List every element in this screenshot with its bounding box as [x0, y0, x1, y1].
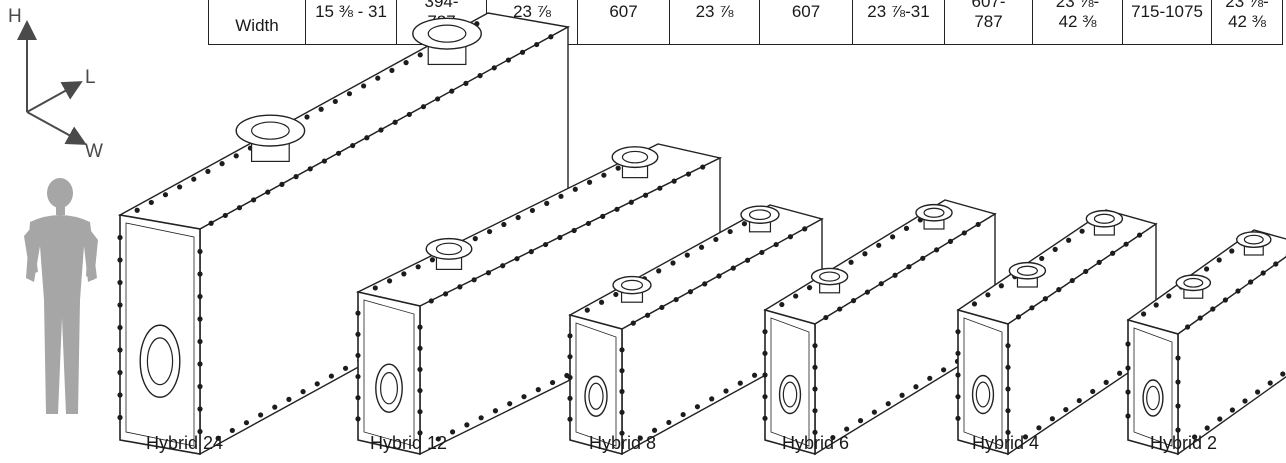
- model-caption: Hybrid 8: [589, 433, 657, 453]
- table-cell: 23 ⅞-42 ⅜: [1032, 0, 1123, 45]
- model-caption: Hybrid 12: [370, 433, 448, 453]
- w-axis-arrow: [26, 111, 87, 145]
- table-cell: 15 ⅜ - 31: [305, 0, 397, 45]
- heat-exchanger-unit: [117, 12, 571, 456]
- model-caption: Hybrid 6: [782, 433, 850, 453]
- model-caption: Hybrid 4: [972, 433, 1040, 453]
- l-axis-label: L: [85, 67, 96, 88]
- table-cell: 23 ⅞: [669, 0, 760, 45]
- model-caption: Hybrid 24: [146, 433, 224, 453]
- heat-exchanger-group: [117, 12, 1286, 456]
- l-axis-arrow: [26, 81, 83, 113]
- table-cell: 607: [759, 0, 853, 45]
- orientation-axes: [17, 20, 87, 145]
- heat-exchanger-unit: [762, 199, 997, 456]
- row-label: Width: [208, 0, 306, 45]
- table-cell: 23 ⅞-42 ⅜: [1211, 0, 1283, 45]
- h-axis-label: H: [8, 6, 22, 27]
- table-cell: 715-1075: [1122, 0, 1212, 45]
- table-cell: 23 ⅞-31: [852, 0, 945, 45]
- heat-exchanger-unit: [567, 204, 824, 456]
- human-silhouette: [24, 178, 98, 414]
- table-cell: 607-787: [944, 0, 1033, 45]
- model-caption: Hybrid 2: [1150, 433, 1218, 453]
- w-axis-label: W: [85, 141, 103, 162]
- heat-exchanger-unit: [1125, 229, 1286, 456]
- heat-exchanger-unit: [355, 143, 723, 456]
